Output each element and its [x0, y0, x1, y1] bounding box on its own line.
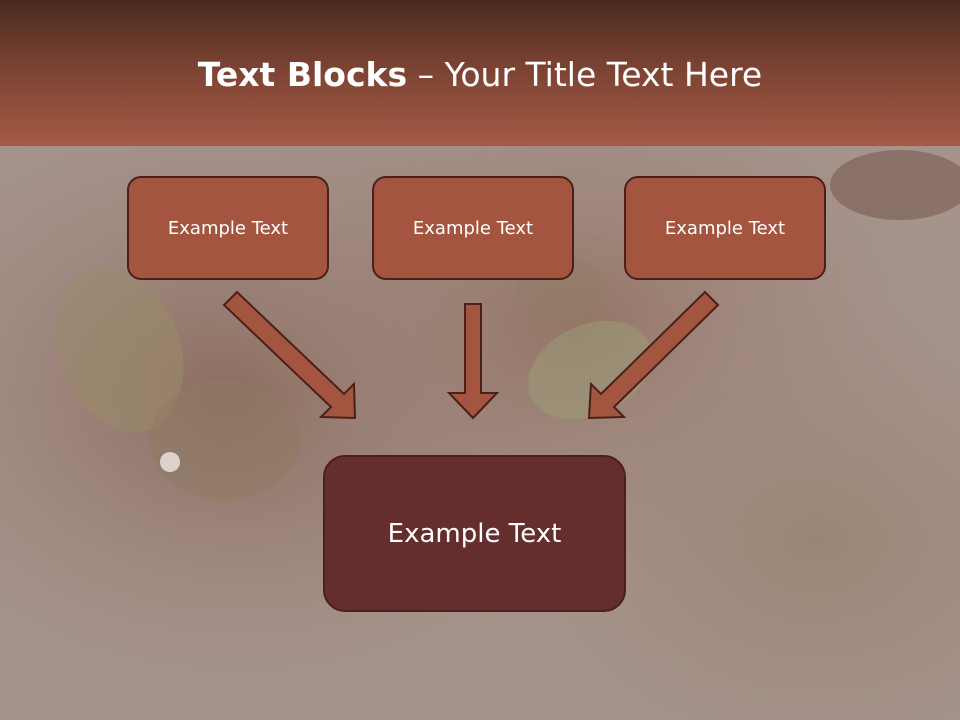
center-text-block-label: Example Text — [387, 518, 562, 549]
arrow-right — [587, 290, 720, 420]
arrow-left — [222, 290, 357, 420]
center-text-block[interactable]: Example Text — [323, 455, 626, 612]
text-block-3-label: Example Text — [664, 217, 786, 239]
slide-title: Text Blocks – Your Title Text Here — [0, 52, 960, 98]
title-rest-text: – Your Title Text Here — [407, 55, 763, 94]
text-block-2[interactable]: Example Text — [372, 176, 574, 280]
arrow-center — [446, 303, 500, 420]
text-block-2-label: Example Text — [412, 217, 534, 239]
text-block-1[interactable]: Example Text — [127, 176, 329, 280]
title-bold-text: Text Blocks — [197, 55, 408, 94]
title-bar — [0, 0, 960, 146]
text-block-1-label: Example Text — [167, 217, 289, 239]
text-block-3[interactable]: Example Text — [624, 176, 826, 280]
